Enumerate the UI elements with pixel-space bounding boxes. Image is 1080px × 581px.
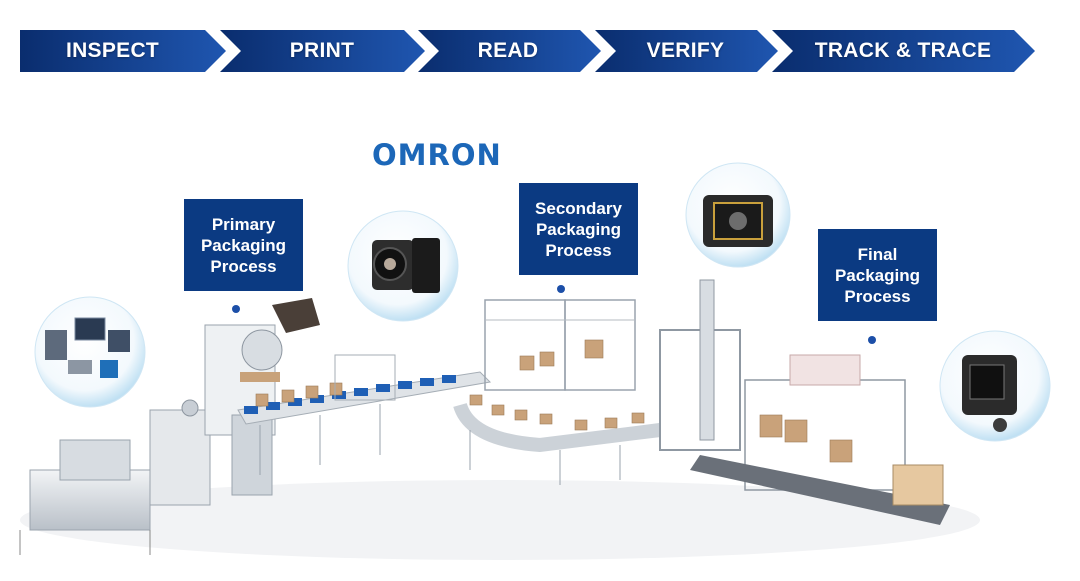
step-read: READ	[477, 39, 539, 62]
secondary-packaging-label: Secondary Packaging Process	[519, 183, 638, 275]
primary-packaging-machine	[204, 298, 320, 496]
primary-callout-dot	[232, 305, 240, 313]
chevron-print	[220, 30, 425, 72]
step-print: PRINT	[289, 39, 355, 62]
printer-devices-icon	[34, 296, 146, 408]
process-chevrons	[20, 30, 1035, 72]
chevron-read	[418, 30, 601, 72]
final-packaging-label: Final Packaging Process	[818, 229, 937, 321]
final-callout-dot	[868, 336, 876, 344]
primary-conveyor	[237, 354, 492, 475]
filling-machine	[19, 399, 211, 555]
omron-logo: OMRON	[372, 138, 502, 172]
lens-camera-icon	[347, 210, 459, 322]
chevron-verify	[595, 30, 778, 72]
final-packaging-machine	[659, 279, 950, 525]
chevron-inspect	[20, 30, 226, 72]
primary-packaging-text: Primary Packaging Process	[200, 214, 287, 276]
secondary-packaging-machine	[453, 299, 661, 485]
secondary-packaging-text: Secondary Packaging Process	[535, 198, 622, 260]
chevron-track-trace	[772, 30, 1035, 72]
code-reader-icon	[685, 162, 791, 268]
floor-shadow	[20, 480, 980, 560]
step-track-trace: TRACK & TRACE	[814, 39, 992, 62]
step-inspect: INSPECT	[65, 39, 160, 62]
step-verify: VERIFY	[646, 39, 725, 62]
primary-packaging-label: Primary Packaging Process	[184, 199, 303, 291]
final-packaging-text: Final Packaging Process	[834, 244, 921, 306]
secondary-callout-dot	[557, 285, 565, 293]
smart-camera-icon	[939, 330, 1051, 442]
